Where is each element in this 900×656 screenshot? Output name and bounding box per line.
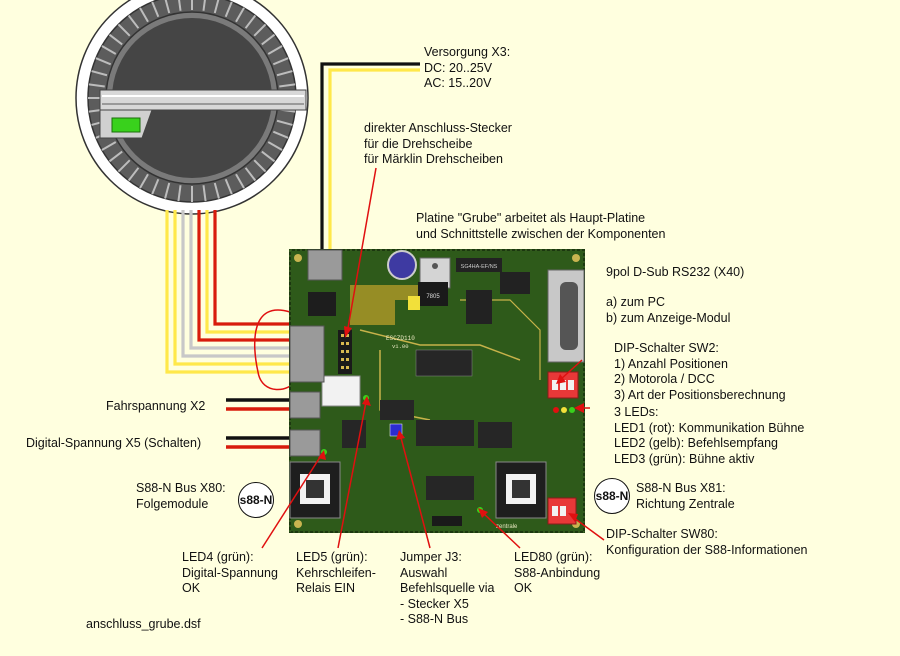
callout-arrowheads [318, 326, 584, 522]
track-segment [261, 150, 276, 163]
dip-switch-sw80 [547, 497, 577, 525]
track-segment [177, 185, 182, 202]
turntable-cabin-led [111, 117, 141, 133]
track-segment [202, 185, 207, 202]
track-segment [272, 57, 289, 66]
track-segment [178, 0, 182, 11]
track-segment [139, 7, 149, 23]
filename-label: anschluss_grube.dsf [86, 617, 201, 631]
led4-label: LED4 (grün): Digital-Spannung OK [182, 550, 278, 595]
relay [321, 375, 361, 407]
track-segment [267, 141, 283, 151]
capacitor [387, 250, 417, 280]
track-segment [95, 57, 112, 66]
terminal-block-x5 [289, 429, 321, 457]
led5-label: LED5 (grün): Kehrschleifen- Relais EIN [296, 550, 376, 595]
track-segment [91, 70, 108, 77]
x2-wires [226, 398, 292, 411]
callout-lines [261, 167, 605, 549]
pcb-board: 7805 SG4HA-EF/NS [289, 249, 585, 533]
x81-label: S88-N Bus X81: Richtung Zentrale [636, 481, 735, 511]
supply-label: Versorgung X3: DC: 20..25V AC: 15..20V [424, 45, 511, 90]
led80-label: LED80 (grün): S88-Anbindung OK [514, 550, 601, 595]
turntable-cable [165, 210, 290, 374]
led1-red [553, 407, 559, 413]
rj45-x80 [289, 461, 341, 519]
x2-label: Fahrspannung X2 [106, 399, 206, 413]
s88-logo-right: s88-N [594, 478, 630, 514]
leds-label: 3 LEDs: LED1 (rot): Kommunikation Bühne … [614, 405, 805, 466]
track-segment [253, 23, 267, 37]
track-segment [117, 159, 131, 173]
track-segment [101, 141, 117, 151]
rj45-x81 [495, 461, 547, 519]
track-segment [213, 182, 220, 199]
led3-green [569, 407, 575, 413]
j3-label: Jumper J3: Auswahl Befehlsquelle via - S… [400, 550, 495, 626]
track-segment [244, 167, 257, 182]
track-segment [127, 167, 140, 182]
turntable-graphic [75, 0, 309, 215]
dip-switch-sw2 [547, 371, 579, 399]
sw80-label: DIP-Schalter SW80: Konfiguration der S88… [606, 527, 808, 557]
x80-label: S88-N Bus X80: Folgemodule [136, 481, 226, 511]
turntable-track-ticks [88, 0, 296, 202]
track-segment [164, 0, 171, 14]
rj45-silkscreen: zentrale [496, 524, 518, 530]
dsub-label: 9pol D-Sub RS232 (X40) [606, 265, 745, 279]
board-version-silkscreen: v1.00 [392, 343, 409, 350]
track-segment [224, 1, 233, 18]
x5-wires [226, 436, 292, 449]
track-segment [202, 0, 206, 11]
track-segment [108, 33, 123, 46]
track-segment [139, 173, 149, 189]
track-segment [235, 173, 245, 189]
turntable-connector-label: direkter Anschluss-Stecker für die Drehs… [364, 121, 512, 166]
main-board-label: Platine "Grube" arbeitet als Haupt-Plati… [416, 211, 666, 241]
track-segment [279, 83, 296, 88]
track-segment [151, 1, 160, 18]
track-segment [101, 45, 117, 55]
terminal-block-turntable [289, 325, 325, 383]
track-segment [253, 159, 267, 173]
track-segment [261, 33, 276, 46]
ic-chip: SG4HA-EF/NS [456, 258, 502, 272]
turntable-cable-loop [254, 309, 297, 391]
track-segment [88, 83, 105, 88]
x5-label: Digital-Spannung X5 (Schalten) [26, 436, 202, 450]
terminal-block-x3 [307, 249, 343, 281]
track-segment [235, 7, 245, 23]
supply-wire [320, 62, 420, 262]
turntable-connector-pins [338, 330, 352, 374]
track-segment [276, 70, 293, 77]
track-segment [127, 14, 140, 29]
dsub-uses-label: a) zum PC b) zum Anzeige-Modul [606, 295, 731, 325]
regulator-label: 7805 [426, 294, 440, 300]
terminal-block-x2 [289, 391, 321, 419]
ic-label: SG4HA-EF/NS [461, 264, 498, 270]
track-segment [272, 130, 289, 139]
dsub-connector [547, 269, 585, 363]
track-segment [108, 150, 123, 163]
voltage-regulator [418, 282, 448, 306]
track-segment [151, 178, 160, 195]
track-segment [276, 119, 293, 126]
track-segment [267, 45, 283, 55]
sw2-label: DIP-Schalter SW2: 1) Anzahl Positionen 2… [614, 341, 786, 402]
track-segment [224, 178, 233, 195]
track-segment [117, 23, 131, 37]
led2-yellow [561, 407, 567, 413]
track-segment [244, 14, 257, 29]
track-segment [213, 0, 220, 14]
track-segment [164, 182, 171, 199]
s88-logo-left: s88-N [238, 482, 274, 518]
board-id-silkscreen: ESCZD110 [386, 335, 415, 342]
